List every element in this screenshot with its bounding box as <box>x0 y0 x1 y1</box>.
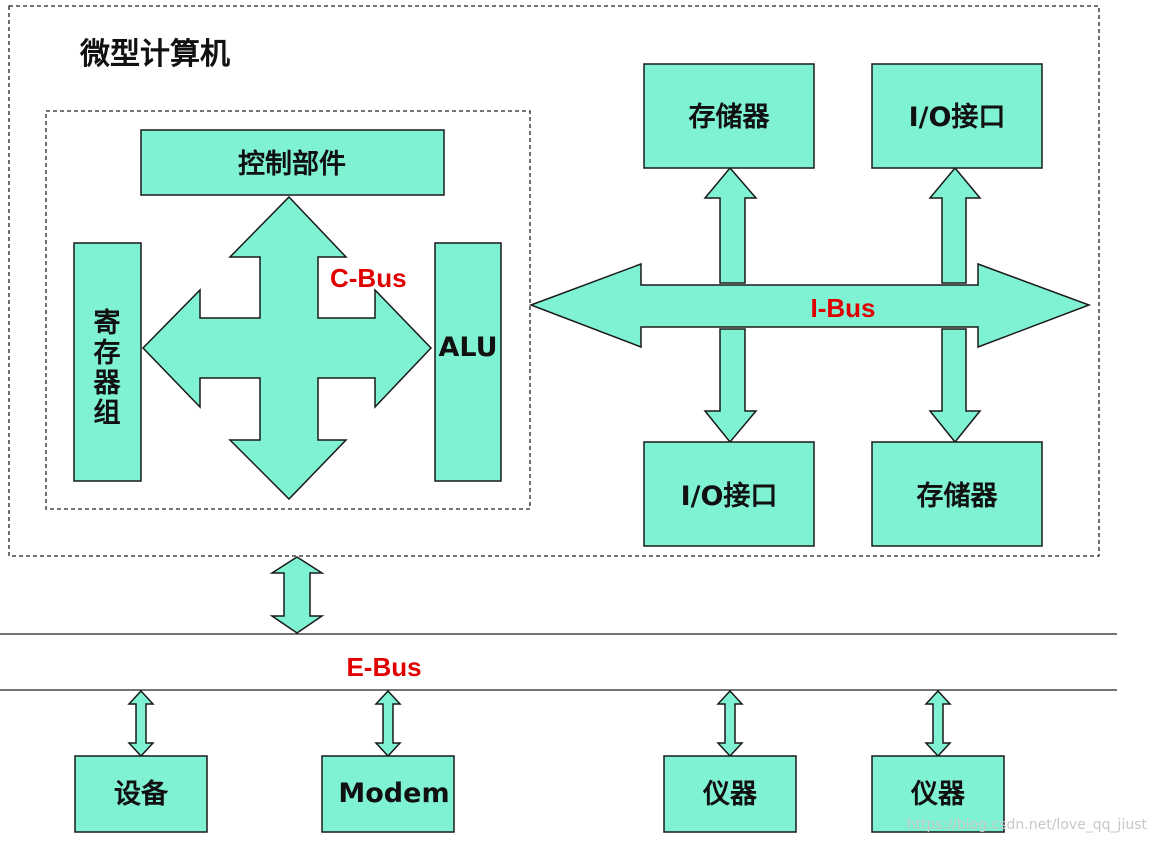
instrument-2-box <box>871 755 1005 833</box>
ebus-to-instrument-2-arrow <box>924 689 952 758</box>
cbus-label: C-Bus <box>330 263 407 293</box>
register-group-box <box>73 242 142 482</box>
cbus-cross-arrow <box>141 195 433 501</box>
alu-label: ALU <box>438 332 497 363</box>
memory-bottom-box <box>871 441 1043 547</box>
modem-label: Modem <box>338 778 449 809</box>
control-unit-label: 控制部件 <box>238 148 346 180</box>
alu-box <box>434 242 502 482</box>
io-interface-bottom-label: I/O接口 <box>681 481 778 512</box>
register-group-char-1: 寄 <box>94 307 121 339</box>
diagram-title: 微型计算机 <box>79 37 230 72</box>
ibus-to-memory-top-arrow <box>703 166 758 284</box>
instrument-1-label: 仪器 <box>702 779 758 810</box>
ebus-to-instrument-1-arrow <box>716 689 744 758</box>
modem-box <box>321 755 455 833</box>
ebus-label: E-Bus <box>346 652 421 682</box>
memory-top-label: 存储器 <box>689 102 771 133</box>
computer-to-ebus-arrow <box>269 556 325 634</box>
register-group-char-2: 存 <box>94 338 121 369</box>
register-group-char-3: 器 <box>93 368 122 399</box>
device-label: 设备 <box>114 779 169 810</box>
watermark-text: https://blog.csdn.net/love_qq_jiust <box>907 817 1148 833</box>
register-group-char-4: 组 <box>94 397 121 429</box>
ibus-to-io-top-arrow <box>928 166 982 284</box>
ibus-label: I-Bus <box>811 293 876 323</box>
instrument-1-box <box>663 755 797 833</box>
microcomputer-boundary <box>8 5 1100 557</box>
cpu-boundary <box>45 110 531 510</box>
io-interface-top-box <box>871 63 1043 169</box>
ebus-to-device-arrow <box>127 689 155 758</box>
memory-top-box <box>643 63 815 169</box>
io-interface-bottom-box <box>643 441 815 547</box>
ibus-to-io-bottom-arrow <box>703 328 758 444</box>
ibus-arrow <box>528 262 1092 349</box>
memory-bottom-label: 存储器 <box>917 481 999 512</box>
ebus-to-modem-arrow <box>374 689 402 758</box>
device-box <box>74 755 208 833</box>
io-interface-top-label: I/O接口 <box>909 102 1006 133</box>
control-unit-box <box>140 129 445 196</box>
instrument-2-label: 仪器 <box>910 779 966 810</box>
ibus-to-memory-bottom-arrow <box>928 328 982 444</box>
